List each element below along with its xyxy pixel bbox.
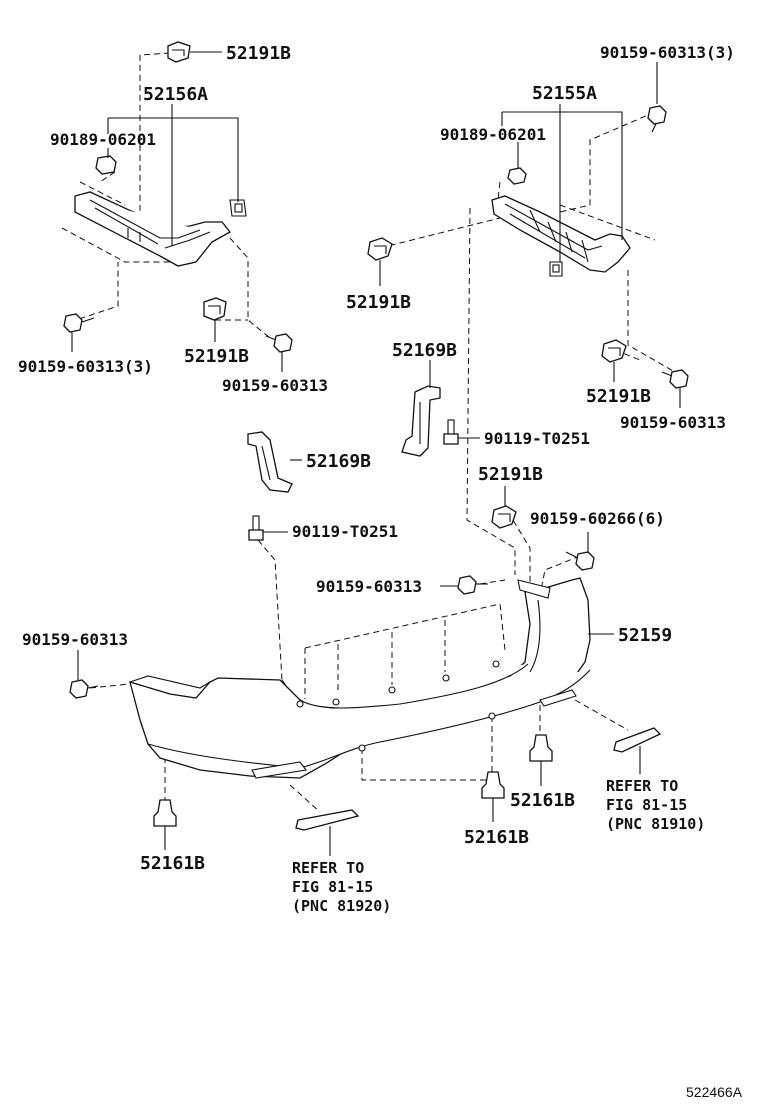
screw-left-3 (63, 313, 95, 333)
screw-top-right (647, 105, 667, 133)
label-clip-right-upper: 52191B (346, 292, 411, 313)
screw-mid-left (265, 333, 293, 353)
grommet-right (529, 734, 553, 762)
leader-lines (71, 51, 681, 856)
label-bracket-left: 52156A (143, 84, 208, 105)
screw-center-6 (565, 551, 595, 571)
nut-left (95, 155, 117, 175)
label-screw-mid-left: 90159-60313 (222, 376, 328, 395)
reflector-left (295, 809, 360, 831)
reference-note-left: REFER TO FIG 81-15 (PNC 81920) (292, 859, 391, 915)
label-bolt-left: 90119-T0251 (292, 522, 398, 541)
label-bracket-right: 52155A (532, 83, 597, 104)
label-screw-far-left: 90159-60313 (22, 630, 128, 649)
reference-note-right: REFER TO FIG 81-15 (PNC 81910) (606, 777, 705, 833)
label-nut-left: 90189-06201 (50, 130, 156, 149)
part-labels: 52191B 52156A 90189-06201 90159-60313(3)… (18, 43, 735, 874)
clip-right-upper (367, 237, 393, 261)
label-bolt-right: 90119-T0251 (484, 429, 590, 448)
label-retainer-left: 52169B (306, 451, 371, 472)
reflector-right (613, 727, 662, 753)
bolt-right (443, 419, 459, 445)
label-clip-center: 52191B (478, 464, 543, 485)
ref-left-line-2: FIG 81-15 (292, 878, 373, 896)
ref-right-line-2: FIG 81-15 (606, 796, 687, 814)
diagram-code: 522466A (686, 1084, 743, 1100)
ref-right-line-3: (PNC 81910) (606, 815, 705, 833)
label-grommet-center: 52161B (464, 827, 529, 848)
label-clip-top-left: 52191B (226, 43, 291, 64)
ref-left-line-3: (PNC 81920) (292, 897, 391, 915)
bolt-left (248, 515, 264, 541)
retainer-right-52169b (401, 385, 441, 457)
clip-mid-left (203, 297, 227, 321)
label-bumper-cover: 52159 (618, 625, 672, 646)
screw-far-left (69, 679, 99, 699)
bracket-right-52155a (491, 195, 631, 277)
label-screw-left-3: 90159-60313(3) (18, 357, 153, 376)
label-grommet-left: 52161B (140, 853, 205, 874)
label-screw-top-right-3: 90159-60313(3) (600, 43, 735, 62)
nut-right (507, 167, 527, 185)
retainer-left-52169b (247, 431, 293, 493)
label-screw-center: 90159-60313 (316, 577, 422, 596)
label-retainer-right: 52169B (392, 340, 457, 361)
clip-top-left (167, 41, 191, 63)
label-grommet-right: 52161B (510, 790, 575, 811)
label-clip-right-lower: 52191B (586, 386, 651, 407)
grommet-center (481, 771, 505, 799)
label-nut-right: 90189-06201 (440, 125, 546, 144)
ref-left-line-1: REFER TO (292, 859, 364, 877)
bumper-cover-52159 (129, 577, 591, 779)
screw-right (661, 369, 689, 389)
ref-right-line-1: REFER TO (606, 777, 678, 795)
screw-center (457, 575, 488, 595)
label-screw-center-6: 90159-60266(6) (530, 509, 665, 528)
clip-center (491, 505, 517, 529)
clip-right-lower (601, 339, 627, 363)
bracket-left-52156a (74, 191, 247, 267)
grommet-left (153, 799, 177, 827)
label-clip-mid-left: 52191B (184, 346, 249, 367)
label-screw-right: 90159-60313 (620, 413, 726, 432)
